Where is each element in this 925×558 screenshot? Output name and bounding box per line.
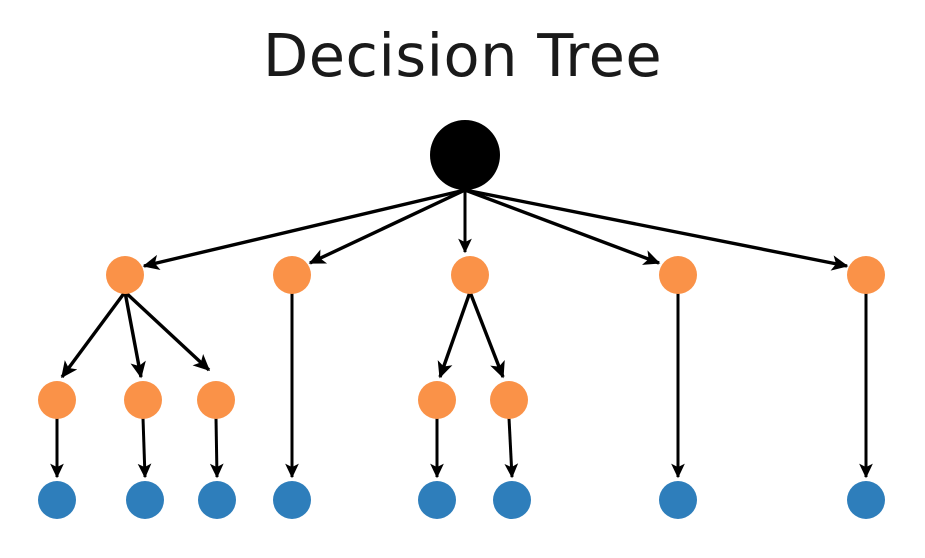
root-node-root[interactable] bbox=[430, 120, 500, 190]
tree-edge-b1-to-c3 bbox=[123, 290, 211, 372]
tree-edge-b1-to-c2 bbox=[123, 291, 146, 379]
branch-node-b4[interactable] bbox=[659, 256, 697, 294]
page-title: Decision Tree bbox=[262, 21, 663, 90]
tree-edge-b3-to-c5 bbox=[468, 291, 505, 379]
leaf-node-l3[interactable] bbox=[198, 481, 236, 519]
branch-node-b5[interactable] bbox=[847, 256, 885, 294]
leaf-node-l7[interactable] bbox=[659, 481, 697, 519]
branch-node-c5[interactable] bbox=[490, 381, 528, 419]
tree-edge-root-to-b1 bbox=[142, 188, 466, 271]
branch-node-c4[interactable] bbox=[418, 381, 456, 419]
tree-edge-root-to-b5 bbox=[464, 188, 849, 271]
edges-layer bbox=[50, 188, 873, 479]
leaf-node-l5[interactable] bbox=[418, 481, 456, 519]
branch-node-b3[interactable] bbox=[451, 256, 489, 294]
leaf-node-l2[interactable] bbox=[126, 481, 164, 519]
branch-node-c1[interactable] bbox=[38, 381, 76, 419]
leaf-node-l8[interactable] bbox=[847, 481, 885, 519]
leaf-node-l4[interactable] bbox=[273, 481, 311, 519]
branch-node-c2[interactable] bbox=[124, 381, 162, 419]
tree-edge-c5-to-l6 bbox=[504, 417, 519, 479]
tree-edge-c2-to-l2 bbox=[137, 417, 152, 479]
tree-edge-c3-to-l3 bbox=[209, 417, 224, 479]
tree-edge-root-to-b4 bbox=[464, 188, 661, 265]
branch-node-b1[interactable] bbox=[106, 256, 144, 294]
tree-edge-root-to-b2 bbox=[308, 188, 466, 265]
nodes-layer bbox=[38, 120, 885, 519]
leaf-node-l6[interactable] bbox=[493, 481, 531, 519]
branch-node-c3[interactable] bbox=[197, 381, 235, 419]
branch-node-b2[interactable] bbox=[273, 256, 311, 294]
tree-edge-b1-to-c1 bbox=[60, 290, 127, 379]
leaf-node-l1[interactable] bbox=[38, 481, 76, 519]
tree-edge-b3-to-c4 bbox=[437, 291, 472, 379]
